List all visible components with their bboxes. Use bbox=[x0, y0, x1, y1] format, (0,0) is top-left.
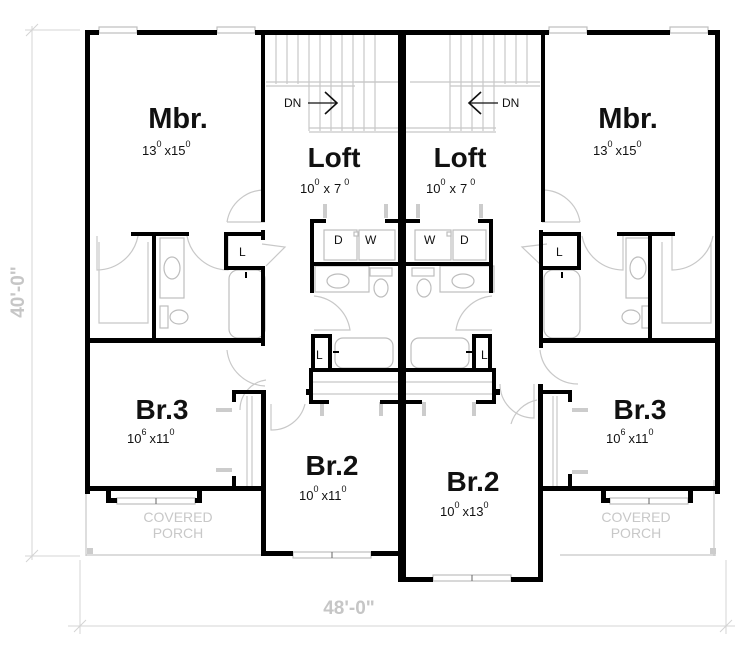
fixtures-right bbox=[406, 26, 714, 582]
dryer-label-right: D bbox=[460, 233, 469, 247]
fixtures-left bbox=[96, 26, 400, 559]
room-name-br2-right: Br.2 bbox=[447, 466, 500, 497]
stairs-left bbox=[266, 34, 400, 133]
overall-width-label: 48'-0" bbox=[323, 598, 375, 619]
stair-down-label-left: DN bbox=[284, 96, 301, 110]
stair-down-label-right: DN bbox=[502, 96, 519, 110]
room-name-br3-right: Br.3 bbox=[614, 394, 667, 425]
linen-label-hall-right: L bbox=[481, 348, 488, 362]
room-name-mbr-left: Mbr. bbox=[148, 103, 208, 135]
washer-label-right: W bbox=[424, 233, 436, 247]
room-name-mbr-right: Mbr. bbox=[598, 103, 658, 135]
overall-depth-label: 40'-0" bbox=[8, 266, 29, 318]
linen-label-master-right: L bbox=[556, 245, 563, 259]
porch-label-left-2: PORCH bbox=[153, 525, 204, 541]
linen-label-master-left: L bbox=[239, 245, 246, 259]
room-name-loft-right: Loft bbox=[434, 142, 487, 173]
room-name-loft-left: Loft bbox=[308, 142, 361, 173]
porch-label-right-2: PORCH bbox=[611, 525, 662, 541]
washer-label-left: W bbox=[365, 233, 377, 247]
room-name-br2-left: Br.2 bbox=[306, 450, 359, 481]
porch-label-left: COVERED bbox=[143, 509, 212, 525]
dimension-lines bbox=[25, 23, 735, 634]
porch-label-right: COVERED bbox=[601, 509, 670, 525]
room-name-br3-left: Br.3 bbox=[136, 394, 189, 425]
dryer-label-left: D bbox=[334, 233, 343, 247]
linen-label-hall-left: L bbox=[316, 348, 323, 362]
walls bbox=[85, 30, 720, 582]
stairs-right bbox=[406, 34, 540, 133]
